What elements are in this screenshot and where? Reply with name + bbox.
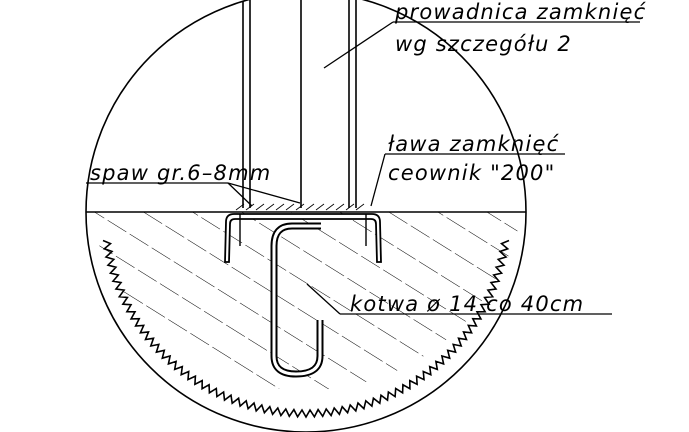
weld-hatch [235,203,365,211]
concrete-break-line [102,239,510,419]
channel-label: ceownik "200" [388,161,555,185]
guide-ref-label: wg szczegółu 2 [395,32,572,56]
channel-inner-line [239,214,367,246]
guide-rail [242,0,357,208]
anchor-label: kotwa ø 14 co 40cm [350,292,584,316]
leader-lines [86,21,640,315]
weld-label: spaw gr.6–8mm [90,161,271,185]
anchor-hook-core [272,224,322,376]
bench-label: ława zamknięć [388,132,560,156]
guide-label: prowadnica zamknięć [394,0,647,24]
concrete-hatch [86,212,522,391]
